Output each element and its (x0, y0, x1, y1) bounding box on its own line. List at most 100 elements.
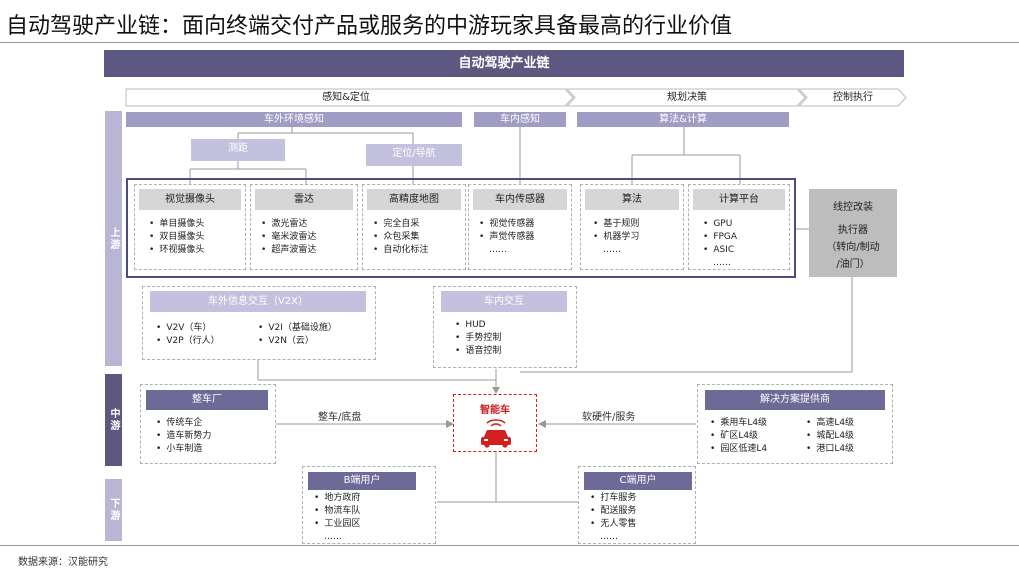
list-item: 语音控制 (455, 345, 565, 358)
flow-label-vehicle-chassis: 整车/底盘 (318, 412, 362, 423)
oem-title: 整车厂 (146, 390, 268, 410)
wire-control-line1: 线控改装 (833, 202, 873, 213)
diagram-banner: 自动驾驶产业链 (104, 50, 904, 77)
b-users-box (302, 466, 436, 544)
solutions-box (697, 384, 893, 464)
oem-box (140, 384, 276, 464)
v2x-box (142, 286, 376, 360)
list-item: 工业园区 (314, 518, 424, 531)
list-item-more: …… (600, 532, 618, 542)
incar-interaction-title: 车内交互 (441, 291, 567, 312)
footer-divider (0, 545, 1019, 546)
radar-cell-title: 雷达 (255, 189, 353, 210)
b-users-list: 地方政府 物流车队 工业园区 …… (314, 492, 424, 544)
wire-control-line4: /油门） (836, 259, 870, 270)
list-item: 自动化标注 (373, 244, 465, 257)
list-item: 机器学习 (593, 231, 683, 244)
flow-label-software-hardware-service: 软硬件/服务 (582, 412, 636, 423)
list-item: FPGA (703, 231, 789, 244)
v2x-title: 车外信息交互（V2X） (150, 291, 366, 312)
list-item-more: …… (324, 532, 342, 542)
list-item: 乘用车L4级 (710, 417, 800, 430)
wire-control-line3: （转向/制动 (826, 242, 880, 253)
compute-platform-cell: 计算平台 GPU FPGA ASIC …… (688, 184, 790, 270)
list-item: 超声波雷达 (261, 244, 357, 257)
list-item: 城配L4级 (806, 430, 890, 443)
hd-map-cell: 高精度地图 完全自采 众包采集 自动化标注 (362, 184, 466, 270)
list-item-more: …… (603, 245, 621, 255)
list-item: 基于规则 (593, 218, 683, 231)
algorithm-cell: 算法 基于规则 机器学习 …… (580, 184, 684, 270)
list-item: 单目摄像头 (149, 218, 245, 231)
list-item-more: …… (489, 245, 507, 255)
incar-sensor-cell-title: 车内传感器 (473, 189, 567, 210)
list-item: GPU (703, 218, 789, 231)
list-item: 完全自采 (373, 218, 465, 231)
list-item: 双目摄像头 (149, 231, 245, 244)
hd-map-cell-title: 高精度地图 (367, 189, 461, 210)
camera-cell-title: 视觉摄像头 (139, 189, 241, 210)
b-users-title: B端用户 (308, 472, 416, 490)
list-item: 港口L4级 (806, 443, 890, 456)
list-item: 无人零售 (590, 518, 690, 531)
list-item: 园区低速L4 (710, 443, 800, 456)
list-item: V2P（行人） (156, 335, 256, 348)
stage-perception: 感知&定位 (322, 92, 370, 103)
list-item: 物流车队 (314, 505, 424, 518)
v2x-left-list: V2V（车） V2P（行人） (156, 322, 256, 348)
solutions-left-list: 乘用车L4级 矿区L4级 园区低速L4 (710, 417, 800, 456)
stage-planning: 规划决策 (667, 92, 707, 103)
incar-interaction-list: HUD 手势控制 语音控制 (455, 319, 565, 358)
list-item: 矿区L4级 (710, 430, 800, 443)
radar-cell: 雷达 激光雷达 毫米波雷达 超声波雷达 (250, 184, 358, 270)
ranging-box: 测距 (191, 139, 285, 161)
camera-cell: 视觉摄像头 单目摄像头 双目摄像头 环视摄像头 (134, 184, 246, 270)
positioning-box: 定位/导航 (366, 144, 462, 166)
compute-platform-cell-title: 计算平台 (693, 189, 785, 210)
side-label-midstream: 中游 (105, 374, 122, 466)
list-item: V2I（基础设施） (258, 322, 374, 335)
list-item: 造车新势力 (156, 430, 266, 443)
solutions-title: 解决方案提供商 (705, 390, 885, 410)
algo-compute-header: 算法&计算 (577, 112, 789, 127)
smart-car-box: 智能车 (453, 394, 537, 452)
list-item: 打车服务 (590, 492, 690, 505)
car-icon (481, 419, 511, 448)
algorithm-cell-title: 算法 (585, 189, 679, 210)
list-item: 高速L4级 (806, 417, 890, 430)
list-item: 环视摄像头 (149, 244, 245, 257)
list-item: V2V（车） (156, 322, 256, 335)
list-item: 配送服务 (590, 505, 690, 518)
oem-list: 传统车企 造车新势力 小车制造 (156, 417, 266, 456)
solutions-right-list: 高速L4级 城配L4级 港口L4级 (806, 417, 890, 456)
list-item: V2N（云） (258, 335, 374, 348)
v2x-right-list: V2I（基础设施） V2N（云） (258, 322, 374, 348)
title-divider (0, 42, 1019, 43)
list-item: 毫米波雷达 (261, 231, 357, 244)
upstream-components-frame (126, 178, 796, 278)
incar-interaction-box (433, 286, 577, 368)
c-users-title: C端用户 (584, 472, 692, 490)
list-item: HUD (455, 319, 565, 332)
page-title: 自动驾驶产业链：面向终端交付产品或服务的中游玩家具备最高的行业价值 (6, 14, 733, 39)
list-item: 地方政府 (314, 492, 424, 505)
c-users-list: 打车服务 配送服务 无人零售 …… (590, 492, 690, 544)
side-label-downstream: 下游 (105, 479, 122, 541)
list-item-more: …… (713, 258, 731, 268)
list-item: ASIC (703, 244, 789, 257)
list-item: 激光雷达 (261, 218, 357, 231)
incar-perception-header: 车内感知 (474, 112, 566, 127)
list-item: 声觉传感器 (479, 231, 571, 244)
c-users-box (578, 466, 696, 544)
list-item: 小车制造 (156, 443, 266, 456)
list-item: 手势控制 (455, 332, 565, 345)
list-item: 众包采集 (373, 231, 465, 244)
side-label-upstream: 上游 (105, 111, 122, 366)
incar-sensor-cell: 车内传感器 视觉传感器 声觉传感器 …… (468, 184, 572, 270)
list-item: 传统车企 (156, 417, 266, 430)
smart-car-label: 智能车 (480, 405, 510, 416)
wire-control-line2: 执行器 (838, 225, 868, 236)
external-perception-header: 车外环境感知 (126, 112, 462, 127)
stage-control: 控制执行 (833, 92, 873, 103)
